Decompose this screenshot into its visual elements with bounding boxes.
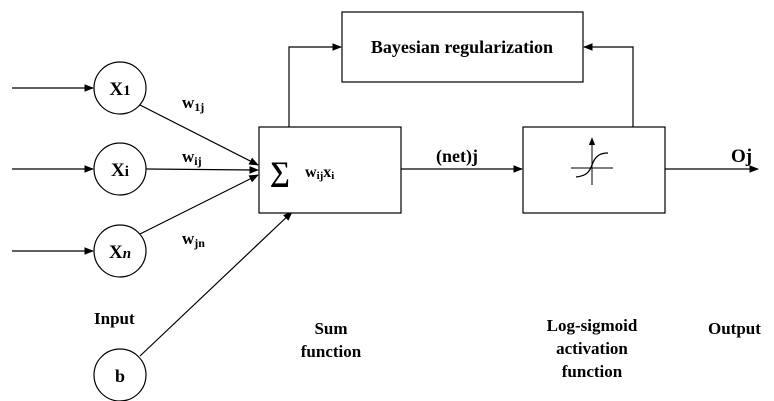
input-label-x1: X1 <box>109 79 130 100</box>
sum-function-box <box>258 126 402 214</box>
caption-input: Input <box>94 309 135 328</box>
caption-sigmoid-line3: function <box>562 362 623 381</box>
bayesian-regularization-label: Bayesian regularization <box>371 37 553 57</box>
log-sigmoid-box <box>522 126 666 214</box>
bayesian-regularization-box <box>341 11 584 83</box>
caption-sum-line2: function <box>301 342 362 361</box>
sum-symbol: ∑ <box>270 157 290 188</box>
sum-to-regularization-arrow <box>288 43 342 127</box>
caption-sigmoid-line2: activation <box>556 339 628 358</box>
weight-label-wij: wij <box>182 147 202 168</box>
net-label: (net)j <box>436 146 478 167</box>
output-label: Oj <box>731 146 752 167</box>
sigmoid-to-regularization-arrow <box>583 43 634 127</box>
bias-label: b <box>115 366 125 386</box>
caption-sum-line1: Sum <box>314 319 347 338</box>
input-node-xn <box>93 224 147 278</box>
weight-label-wjn: wjn <box>182 229 205 250</box>
bias-node <box>93 348 147 401</box>
caption-output: Output <box>708 319 761 338</box>
sum-expression: wijxi <box>305 164 334 182</box>
input-node-x1 <box>93 61 147 115</box>
connection-bias-sum <box>139 211 293 357</box>
input-label-xn: Xn <box>109 242 131 263</box>
connection-xi-sum <box>145 166 259 174</box>
caption-sigmoid-line1: Log-sigmoid <box>547 316 638 335</box>
weight-label-w1j: w1j <box>182 93 204 114</box>
input-label-xi: Xi <box>111 160 129 181</box>
connection-xn-sum <box>139 174 259 235</box>
connection-x1-sum <box>139 104 259 166</box>
sigmoid-curve-icon <box>575 152 609 178</box>
